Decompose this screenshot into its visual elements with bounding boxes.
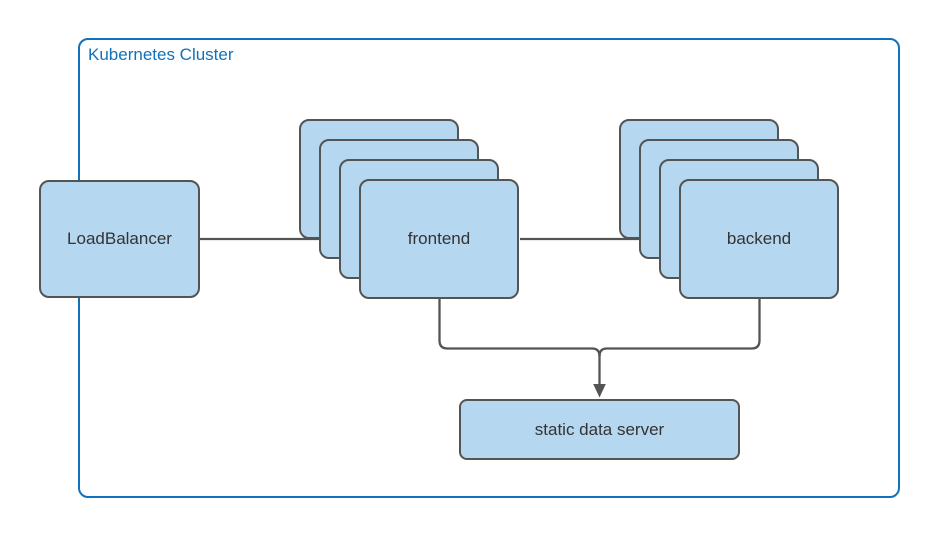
node-loadbalancer-label: LoadBalancer (67, 229, 172, 248)
node-frontend: frontend (359, 179, 519, 299)
node-backend-label: backend (726, 229, 792, 248)
kubernetes-cluster-label: Kubernetes Cluster (88, 45, 234, 64)
node-backend: backend (679, 179, 839, 299)
node-static-data-server: static data server (459, 399, 740, 460)
node-loadbalancer: LoadBalancer (39, 180, 200, 298)
node-static-data-server-label: static data server (534, 419, 665, 439)
node-frontend-label: frontend (407, 229, 471, 248)
